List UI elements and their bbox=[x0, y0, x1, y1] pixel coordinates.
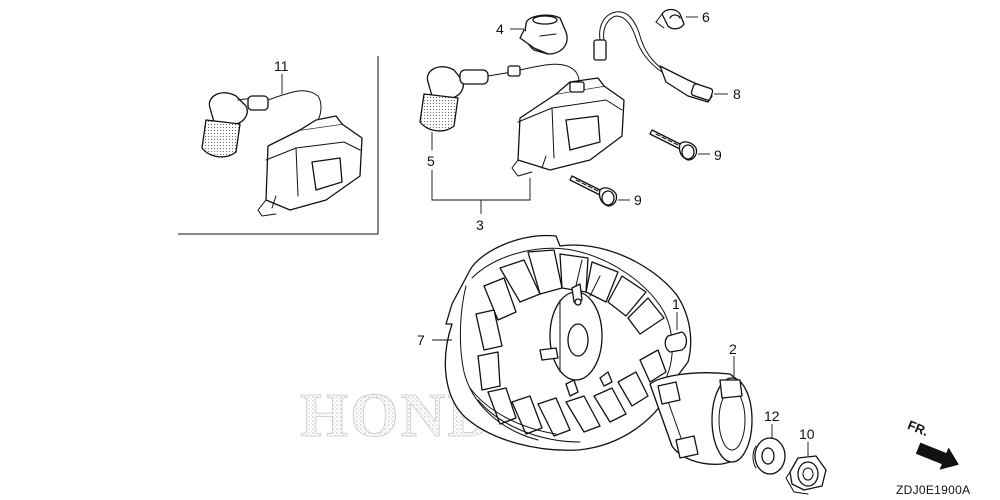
flange-bolt-upper-illustration bbox=[649, 129, 698, 161]
wire-clamp-illustration bbox=[655, 8, 685, 30]
woodruff-key-illustration bbox=[664, 331, 688, 353]
front-direction-marker: FR. bbox=[906, 417, 959, 470]
ignition-coil-alt-illustration bbox=[201, 90, 363, 217]
callout-7: 7 bbox=[417, 332, 425, 348]
callout-1: 1 bbox=[672, 296, 680, 312]
callout-12: 12 bbox=[764, 408, 780, 424]
callout-10: 10 bbox=[799, 426, 815, 442]
flange-bolt-upper-group: 9 bbox=[649, 129, 722, 163]
callout-4: 4 bbox=[496, 21, 504, 37]
stop-wire-illustration bbox=[593, 11, 714, 103]
washer-illustration bbox=[752, 437, 786, 475]
washer-group: 12 bbox=[752, 408, 786, 475]
callout-9-lower: 9 bbox=[634, 192, 642, 208]
flange-nut-group: 10 bbox=[785, 426, 827, 495]
callout-2: 2 bbox=[729, 341, 737, 357]
flywheel-illustration bbox=[444, 234, 692, 451]
ignition-coil-group: 5 3 bbox=[419, 63, 625, 233]
diagram-code: ZDJ0E1900A bbox=[896, 483, 970, 497]
leader-3-bracket bbox=[431, 170, 531, 201]
flange-bolt-lower-illustration bbox=[569, 175, 618, 207]
ignition-coil-illustration bbox=[419, 63, 625, 177]
flange-bolt-lower-group: 9 bbox=[569, 175, 642, 208]
flywheel-group: 7 bbox=[417, 234, 692, 451]
plug-boot-illustration bbox=[519, 14, 568, 55]
callout-3: 3 bbox=[476, 217, 484, 233]
starter-pulley-group: 2 bbox=[649, 341, 753, 465]
starter-pulley-illustration bbox=[649, 372, 753, 465]
flange-nut-illustration bbox=[785, 455, 827, 495]
callout-5: 5 bbox=[427, 153, 435, 169]
woodruff-key-group: 1 bbox=[664, 296, 688, 353]
callout-6: 6 bbox=[702, 9, 710, 25]
ignition-coil-alt-group: 11 bbox=[178, 56, 379, 235]
plug-boot-group: 4 bbox=[496, 14, 568, 55]
callout-9-upper: 9 bbox=[714, 147, 722, 163]
callout-11: 11 bbox=[274, 58, 289, 74]
inset-frame bbox=[178, 56, 379, 235]
front-direction-arrow bbox=[915, 442, 959, 470]
callout-8: 8 bbox=[733, 86, 741, 102]
wire-clamp-group: 6 bbox=[655, 8, 710, 30]
front-direction-label: FR. bbox=[906, 417, 931, 439]
stop-wire-group: 8 bbox=[593, 11, 741, 103]
